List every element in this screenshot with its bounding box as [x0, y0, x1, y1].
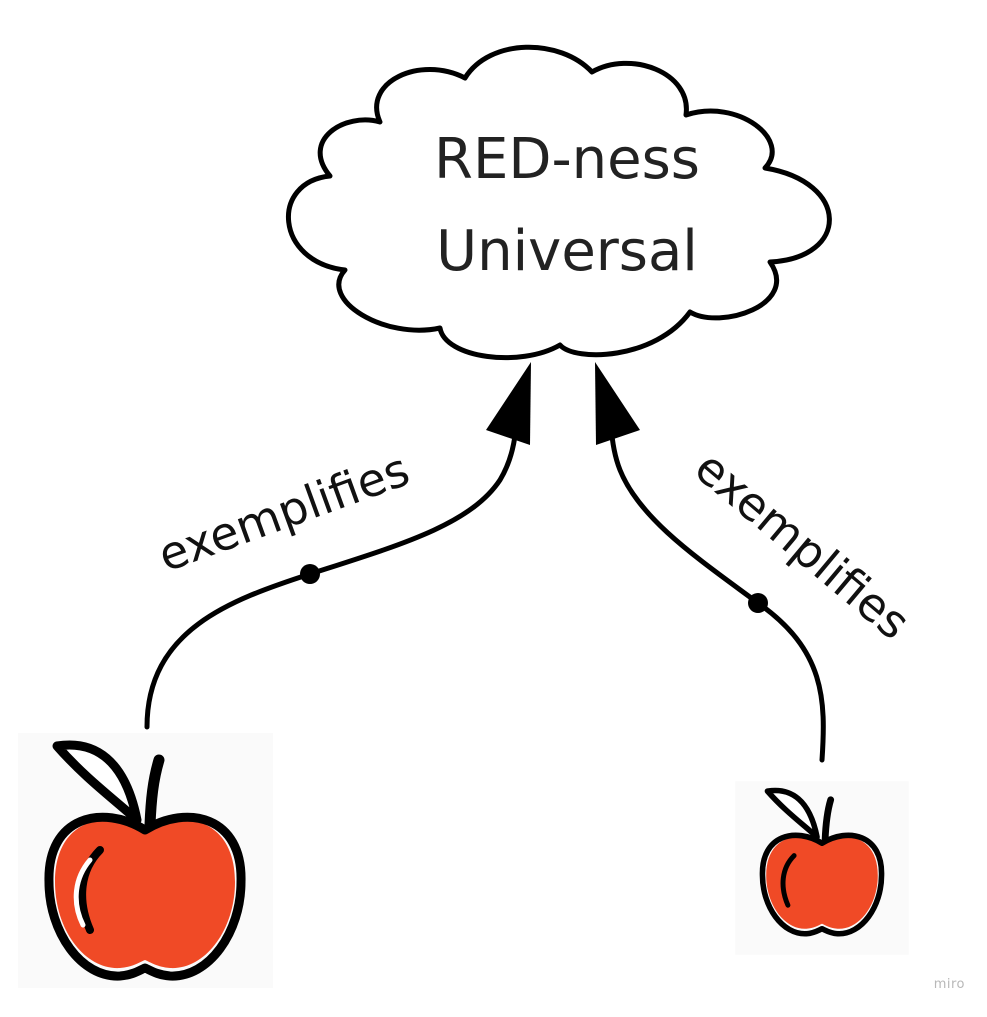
apple-icon[interactable] [18, 733, 273, 988]
connector-left[interactable]: exemplifies [144, 362, 531, 730]
apple-left-leaf [52, 740, 142, 825]
connector-right-midpoint [748, 593, 768, 613]
cloud-shape [285, 44, 832, 361]
connector-right-label: exemplifies [685, 440, 921, 650]
apple-left-highlight [78, 846, 104, 934]
connector-right-line [608, 422, 826, 763]
apple-left-outline [44, 812, 246, 981]
connector-left-line [144, 417, 520, 730]
apple-right-outline [759, 832, 885, 937]
universal-cloud-node[interactable]: RED-ness Universal [285, 44, 832, 361]
apple-right-fill [766, 836, 878, 929]
universal-title-line2: Universal [436, 219, 698, 284]
connector-left-midpoint [300, 564, 320, 584]
apple-right-leaf [764, 787, 820, 840]
apple-right-stem [821, 796, 835, 844]
apple-left-highlight-white [73, 857, 93, 928]
apple-left-fill [55, 819, 235, 969]
connector-right-arrowhead [595, 362, 640, 445]
apple-right-highlight [780, 853, 797, 908]
apple-icon[interactable] [735, 781, 909, 955]
connector-right[interactable]: exemplifies [595, 362, 921, 763]
connector-left-arrowhead [486, 362, 531, 445]
miro-watermark: miro [933, 977, 965, 992]
universal-title-line1: RED-ness [434, 127, 700, 192]
connector-left-label: exemplifies [151, 442, 416, 582]
apple-left-stem [144, 754, 165, 831]
